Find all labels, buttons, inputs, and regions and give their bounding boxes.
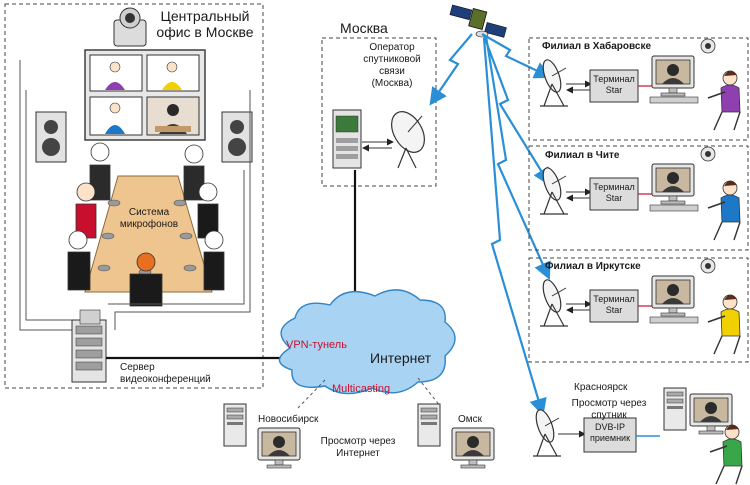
operator-line-2: спутниковой — [363, 54, 421, 65]
speaker-left-icon — [35, 111, 67, 163]
video-wall — [84, 49, 206, 141]
dvb-receiver-label: DVB-IP приемник — [584, 422, 636, 444]
dvb-receiver-line1: DVB-IP — [594, 422, 625, 432]
branch-equipment-khabarovsk — [539, 38, 741, 131]
branch-title-chita: Филиал в Чите — [545, 150, 620, 161]
terminal-khabarovsk-line2: Star — [605, 85, 623, 95]
central-office-title-line1: Центральный — [160, 8, 250, 24]
terminal-irkutsk-line2: Star — [605, 305, 623, 315]
terminal-label-khabarovsk: Терминал Star — [590, 74, 638, 96]
speaker-right-icon — [221, 111, 253, 163]
novosibirsk-label: Новосибирск — [258, 414, 319, 425]
branch-equipment-irkutsk — [539, 258, 741, 355]
branch-title-irkutsk: Филиал в Иркутске — [545, 261, 641, 272]
server-label-line1: Сервер — [120, 362, 155, 373]
server-label: Сервер видеоконференций — [120, 362, 211, 386]
terminal-label-irkutsk: Терминал Star — [590, 294, 638, 316]
operator-dish-icon — [391, 111, 425, 169]
central-office-title: Центральный офис в Москве — [150, 8, 260, 40]
central-office-title-line2: офис в Москве — [156, 24, 254, 40]
terminal-label-chita: Терминал Star — [590, 182, 638, 204]
terminal-khabarovsk-line1: Терминал — [593, 74, 635, 84]
moscow-city-label: Москва — [340, 20, 388, 36]
multicasting-label: Multicasting — [332, 383, 391, 395]
operator-line-1: Оператор — [369, 42, 415, 53]
server-label-line2: видеоконференций — [120, 374, 211, 385]
mic-system-label: Система микрофонов — [112, 207, 186, 231]
branch-equipment-chita — [539, 146, 741, 241]
satellite-icon — [449, 4, 507, 38]
krasnoyarsk-caption: Просмотр через спутник — [562, 398, 656, 422]
internet-view-line1: Просмотр через — [320, 436, 396, 447]
omsk-pc-icon — [417, 403, 495, 469]
krasnoyarsk-city-label: Красноярск — [574, 382, 628, 393]
branch-title-khabarovsk: Филиал в Хабаровске — [542, 41, 652, 52]
internet-view-line2: Интернет — [336, 448, 380, 459]
operator-server-icon — [332, 109, 362, 169]
terminal-chita-line2: Star — [605, 193, 623, 203]
operator-label: Оператор спутниковой связи (Москва) — [350, 42, 434, 90]
internet-label: Интернет — [370, 350, 432, 366]
operator-line-4: (Москва) — [371, 78, 413, 89]
krasnoyarsk-equipment — [532, 387, 743, 485]
satellite-links — [429, 33, 552, 417]
mic-system-line1: Система — [128, 207, 170, 218]
ptz-camera-icon — [113, 7, 147, 47]
vpn-tunnel-label: VPN-тунель — [286, 339, 347, 351]
moscow-operator-frame — [321, 37, 437, 187]
internet-view-caption: Просмотр через Интернет — [306, 436, 410, 460]
dvb-receiver-line2: приемник — [589, 433, 631, 443]
internet-cloud — [278, 289, 456, 395]
conference-server-icon — [71, 309, 107, 383]
krasnoyarsk-caption-line2: спутник — [591, 410, 627, 421]
mic-system-line2: микрофонов — [119, 219, 179, 230]
central-office-frame — [4, 3, 264, 389]
krasnoyarsk-caption-line1: Просмотр через — [571, 398, 647, 409]
meeting-participants — [67, 142, 225, 307]
omsk-label: Омск — [458, 414, 483, 425]
terminal-irkutsk-line1: Терминал — [593, 294, 635, 304]
branch-frame-khabarovsk — [528, 37, 749, 141]
terminal-chita-line1: Терминал — [593, 182, 635, 192]
operator-line-3: связи — [379, 66, 405, 77]
